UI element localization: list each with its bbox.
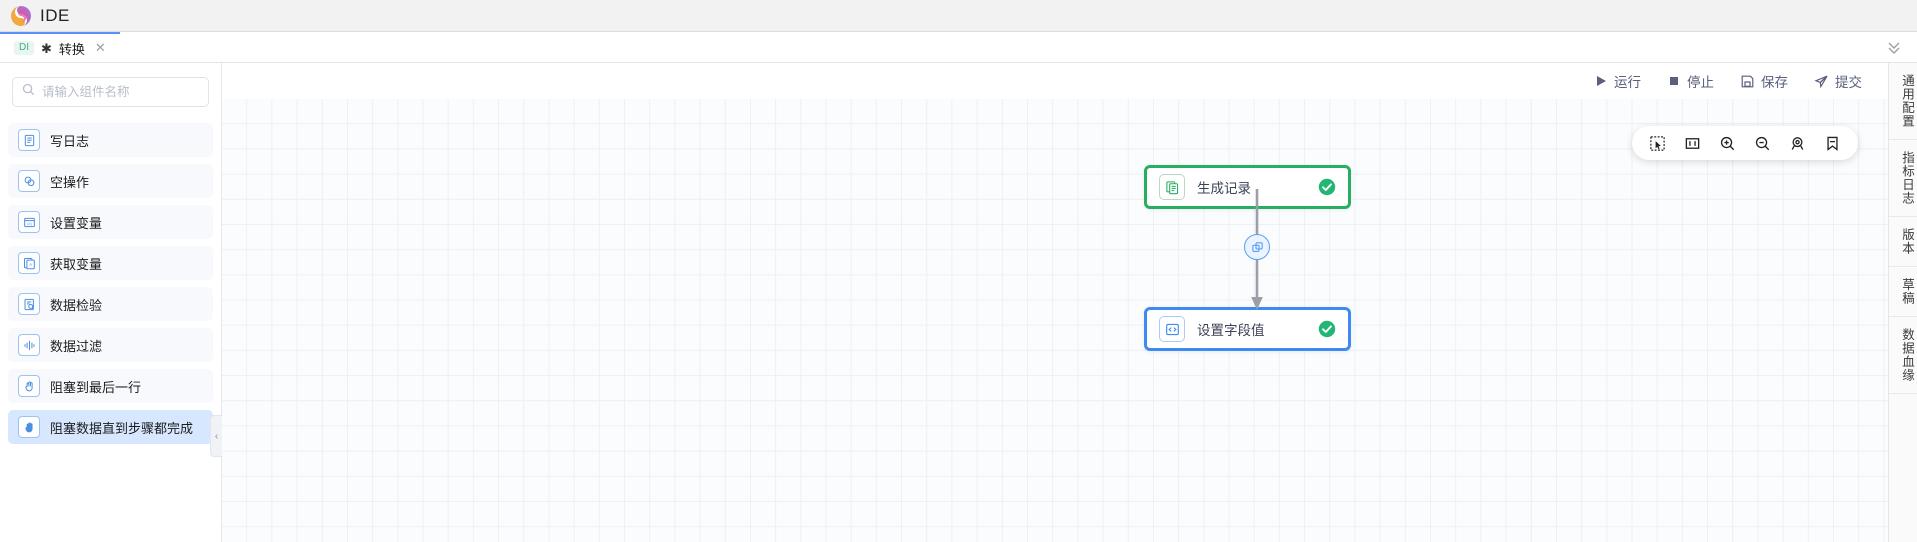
bookmark-minus-icon[interactable] [1824,135,1841,152]
status-badge-success [1318,178,1336,196]
tab-zhuanhuan[interactable]: DI ✱ 转换 ✕ [0,32,120,62]
zoom-in-icon[interactable] [1719,135,1736,152]
rail-item-general-config[interactable]: 通用配置 [1889,63,1917,140]
action-bar: 运行 停止 保存 提交 [222,63,1888,99]
hand-filled-icon [18,416,40,438]
component-label: 写日志 [50,133,90,149]
app-title: IDE [40,5,70,25]
copy-document-icon [1159,174,1185,200]
code-brackets-icon [1159,316,1185,342]
tab-bar: DI ✱ 转换 ✕ [0,32,1917,63]
canvas-toolbar [1632,126,1858,160]
send-plane-icon [1814,75,1828,88]
search-input[interactable] [42,85,199,99]
edge-midpoint-button[interactable] [1244,234,1270,260]
search-box[interactable] [12,77,209,107]
save-button[interactable]: 保存 [1740,71,1788,91]
flow-node-set-field-value[interactable]: 设置字段值 [1144,307,1351,351]
locate-pin-icon[interactable] [1789,135,1806,152]
component-item-noop[interactable]: 空操作 [8,164,213,198]
component-label: 设置变量 [50,215,103,231]
copy-squares-icon [1251,241,1263,252]
flow-node-generate-record[interactable]: 生成记录 [1144,165,1351,209]
document-a-icon: A [18,252,40,274]
flow-node-label: 生成记录 [1197,181,1251,196]
rail-item-version[interactable]: 版本 [1889,217,1917,267]
component-item-block-until-last-row[interactable]: 阻塞到最后一行 [8,369,213,403]
stop-square-icon [1670,77,1678,85]
component-label: 获取变量 [50,256,103,272]
panel-collapse-handle[interactable]: ‹ [210,415,222,457]
filter-wave-icon [18,334,40,356]
submit-label: 提交 [1835,75,1862,90]
rail-item-data-lineage[interactable]: 数据血缘 [1889,317,1917,394]
swirl-logo-icon [10,5,32,27]
status-badge-success [1318,320,1336,338]
component-item-data-validate[interactable]: 数据检验 [8,287,213,321]
variable-box-icon: (x) [18,211,40,233]
component-item-set-variable[interactable]: (x) 设置变量 [8,205,213,239]
component-label: 阻塞到最后一行 [50,379,142,395]
play-icon [1597,76,1606,86]
flow-node-label: 设置字段值 [1197,323,1265,338]
tab-label: 转换 [58,41,85,57]
component-label: 数据过滤 [50,338,103,354]
svg-text:(x): (x) [27,220,32,225]
title-bar: IDE [0,0,1917,32]
save-floppy-icon [1741,75,1754,87]
stop-label: 停止 [1687,75,1714,90]
marquee-select-icon[interactable] [1649,135,1666,152]
rail-item-metric-log[interactable]: 指标日志 [1889,140,1917,217]
component-label: 空操作 [50,174,90,190]
workspace-body: 写日志 空操作 (x) [0,63,1917,542]
search-container [0,63,221,115]
chevron-double-down-icon[interactable] [1885,38,1903,56]
tab-bar-actions [1885,32,1917,62]
submit-button[interactable]: 提交 [1814,71,1862,91]
search-icon [22,83,35,101]
svg-text:A: A [29,261,32,266]
component-item-block-until-steps-finish[interactable]: 阻塞数据直到步骤都完成 [8,410,213,444]
document-search-icon [18,293,40,315]
save-label: 保存 [1761,75,1788,90]
close-icon[interactable]: ✕ [94,40,106,55]
component-label: 阻塞数据直到步骤都完成 [50,420,194,436]
component-item-get-variable[interactable]: A 获取变量 [8,246,213,280]
component-panel: 写日志 空操作 (x) [0,63,222,542]
tab-unsaved-marker: ✱ [41,40,52,56]
component-item-write-log[interactable]: 写日志 [8,123,213,157]
fit-view-icon[interactable] [1684,135,1701,152]
right-rail: 通用配置 指标日志 版本 草稿 数据血缘 [1888,63,1917,542]
tab-type-badge: DI [14,41,34,55]
document-lines-icon [18,129,40,151]
canvas-area: 运行 停止 保存 提交 [222,63,1888,542]
hand-outline-icon [18,375,40,397]
component-list: 写日志 空操作 (x) [0,115,221,542]
run-label: 运行 [1614,75,1641,90]
component-label: 数据检验 [50,297,103,313]
flow-canvas[interactable]: 生成记录 设 [222,99,1888,542]
rail-item-draft[interactable]: 草稿 [1889,267,1917,317]
component-item-data-filter[interactable]: 数据过滤 [8,328,213,362]
run-button[interactable]: 运行 [1594,71,1641,91]
zoom-out-icon[interactable] [1754,135,1771,152]
stop-button[interactable]: 停止 [1667,71,1714,91]
chevron-left-icon: ‹ [214,430,219,442]
overlap-circles-icon [18,170,40,192]
